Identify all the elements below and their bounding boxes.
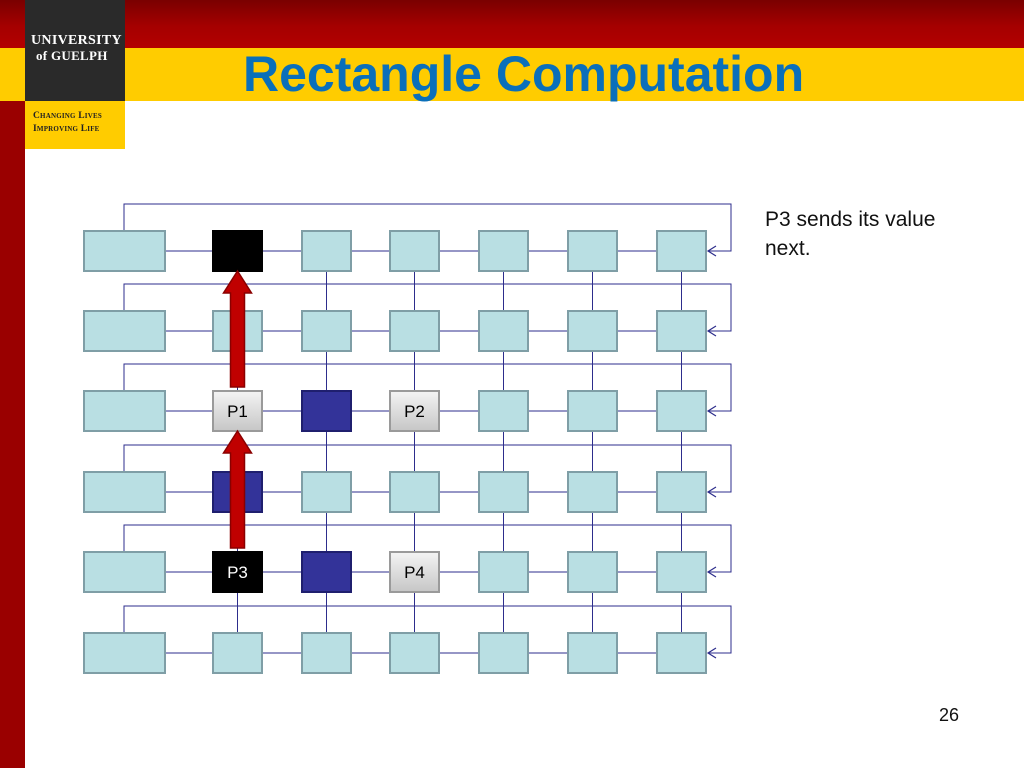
processor-cell-active: [212, 551, 263, 593]
wraparound-link: [123, 605, 732, 654]
wraparound-arrowhead: [706, 245, 717, 257]
processor-cell: [83, 632, 166, 674]
processor-cell: [567, 632, 618, 674]
top-banner: [0, 0, 1024, 48]
university-logo: [25, 0, 125, 101]
tagline-line1: Changing Lives: [33, 111, 102, 121]
wraparound-link: [123, 363, 732, 412]
processor-cell: [478, 390, 529, 432]
processor-cell: [83, 551, 166, 593]
processor-label-p1: P1: [227, 402, 248, 421]
processor-cell: [389, 632, 440, 674]
processor-cell: [83, 390, 166, 432]
processor-label-p4: P4: [404, 563, 425, 582]
slide-title: Rectangle Computation: [243, 46, 805, 102]
logo-text-guelph: of GUELPH: [36, 48, 108, 63]
processor-cell-active: [212, 230, 263, 272]
processor-cell: [656, 632, 707, 674]
processor-label-p3: P3: [227, 563, 248, 582]
left-accent-bar: [0, 0, 25, 768]
processor-cell: [389, 310, 440, 352]
slide-note: P3 sends its value next.: [765, 208, 936, 260]
processor-cell: [83, 310, 166, 352]
processor-cell: [656, 310, 707, 352]
logo-text-university: UNIVERSITY: [31, 33, 122, 48]
processor-cell-highlight: [301, 551, 352, 593]
wraparound-link: [123, 283, 732, 332]
wraparound-link: [123, 524, 732, 573]
wraparound-link: [123, 203, 732, 252]
processor-cell-highlight: [301, 390, 352, 432]
processor-cell: [478, 551, 529, 593]
processor-cell: [301, 632, 352, 674]
processor-cell: [567, 310, 618, 352]
processor-cell-labeled: [389, 551, 440, 593]
wraparound-arrowhead: [706, 647, 717, 659]
processor-cell: [478, 230, 529, 272]
page-number: 26: [939, 705, 960, 725]
processor-label-p2: P2: [404, 402, 425, 421]
processor-cell: [567, 390, 618, 432]
processor-cell: [478, 632, 529, 674]
processor-cell: [656, 390, 707, 432]
processor-cell: [478, 471, 529, 513]
processor-cell: [83, 471, 166, 513]
processor-cell: [389, 471, 440, 513]
wraparound-arrowhead: [706, 325, 717, 337]
wraparound-link: [123, 444, 732, 493]
processor-cell: [389, 230, 440, 272]
processor-cell: [656, 230, 707, 272]
processor-cell: [567, 471, 618, 513]
processor-cell: [301, 310, 352, 352]
wraparound-arrowhead: [706, 405, 717, 417]
title-band: [0, 48, 1024, 101]
processor-cell: [212, 632, 263, 674]
send-arrow: [222, 269, 253, 388]
processor-cell: [301, 230, 352, 272]
processor-cell: [567, 551, 618, 593]
processor-cell: [301, 471, 352, 513]
processor-cell: [478, 310, 529, 352]
wraparound-arrowhead: [706, 486, 717, 498]
tagline-box: [25, 101, 125, 149]
processor-cell: [656, 551, 707, 593]
processor-cell: [656, 471, 707, 513]
send-arrow: [222, 429, 253, 549]
processor-cell: [567, 230, 618, 272]
tagline-line2: Improving Life: [33, 124, 100, 134]
wraparound-arrowhead: [706, 566, 717, 578]
processor-cell: [83, 230, 166, 272]
processor-cell-labeled: [389, 390, 440, 432]
